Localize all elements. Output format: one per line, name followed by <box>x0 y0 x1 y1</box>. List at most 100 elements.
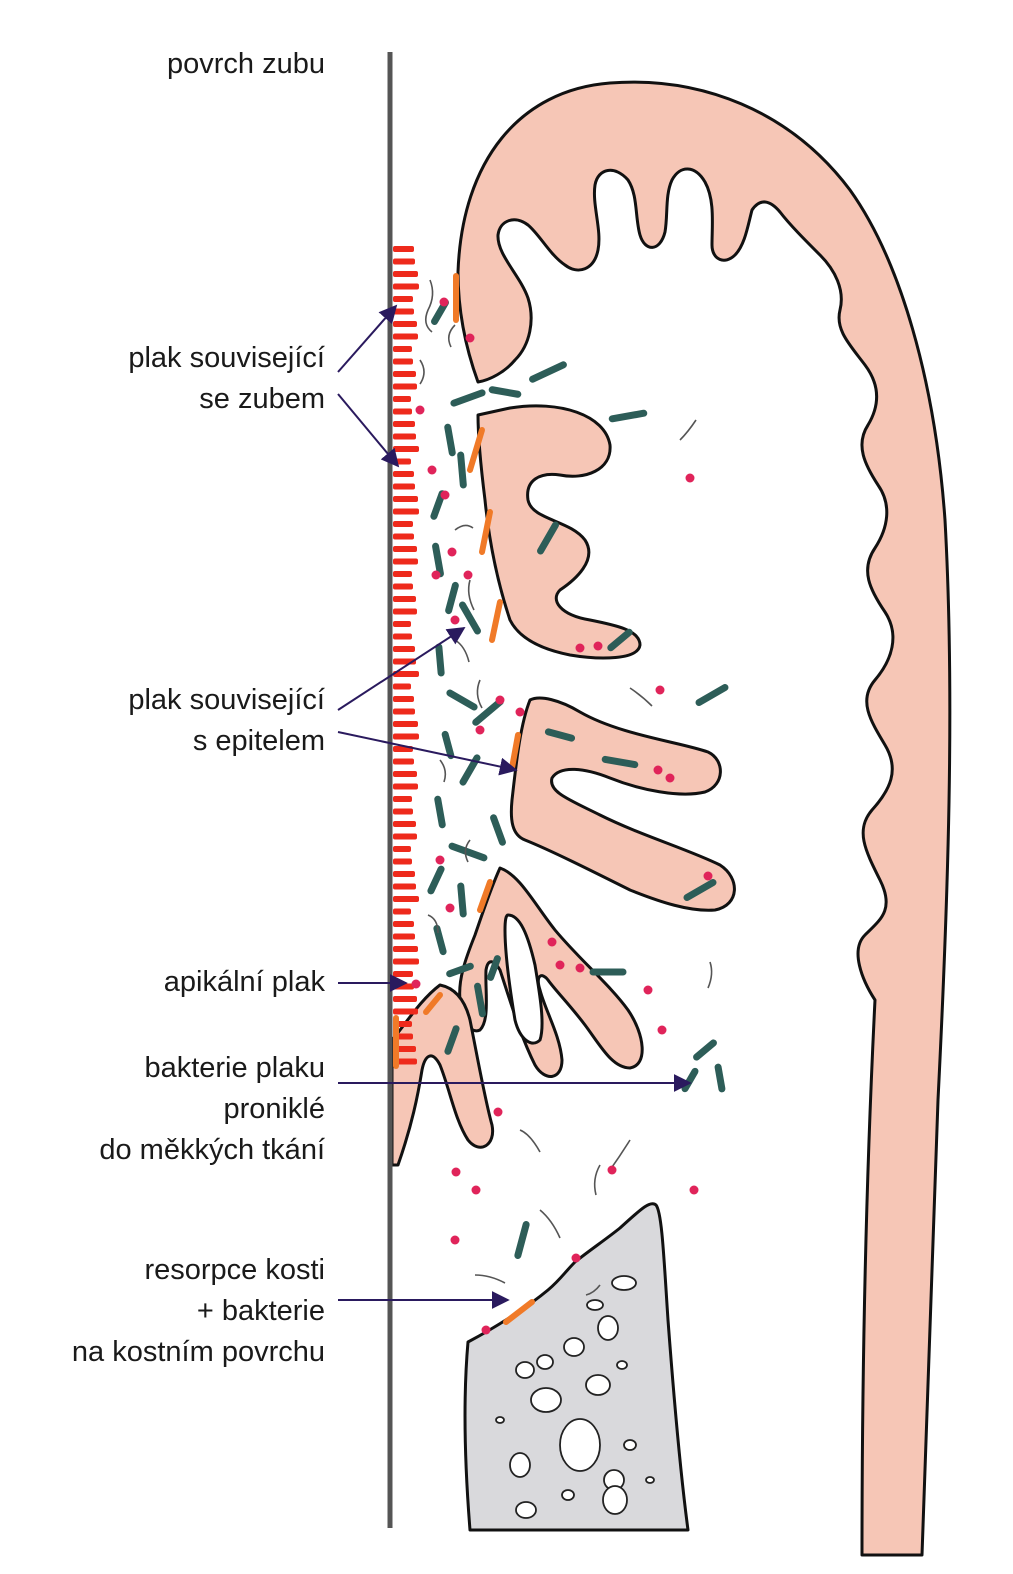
rod-bacterium <box>434 795 446 829</box>
coccus <box>447 547 457 557</box>
coccus <box>665 773 675 783</box>
coccus <box>450 615 460 625</box>
filament <box>467 579 475 611</box>
coccus <box>653 765 663 775</box>
rod-bacterium <box>488 386 522 398</box>
plaque-bar <box>393 508 419 515</box>
filament <box>629 687 653 707</box>
rod-bacterium <box>695 684 729 706</box>
epithelial-plaque-bacteria <box>427 298 729 1259</box>
filament <box>424 279 434 333</box>
plaque-bar <box>393 246 414 252</box>
cocci-bacteria <box>411 297 713 1335</box>
coccus <box>495 695 505 705</box>
arrow-tooth-plaque-top <box>337 304 398 373</box>
coccus <box>547 937 557 947</box>
plaque-bar <box>393 646 415 652</box>
bone-pore <box>586 1299 604 1311</box>
plaque-bar <box>393 296 413 302</box>
arrow-tooth-plaque-bottom <box>337 393 400 468</box>
rod-bacterium <box>444 1025 460 1055</box>
coccus <box>703 871 713 881</box>
bone-pore <box>536 1354 554 1370</box>
filament <box>454 639 470 663</box>
filamentous-bacteria <box>419 279 713 1296</box>
rod-bacterium <box>432 542 444 578</box>
plaque-bar <box>393 371 416 377</box>
rod-bacterium <box>444 423 456 457</box>
plaque-bar <box>393 721 418 727</box>
attached-bacterium <box>423 992 443 1015</box>
rod-bacterium <box>601 755 639 769</box>
rod-bacterium <box>435 643 445 677</box>
plaque-bar <box>393 846 411 852</box>
plaque-bar <box>393 308 414 315</box>
rod-bacterium <box>683 879 717 901</box>
plaque-bar <box>393 396 411 402</box>
plaque-bar <box>393 946 418 952</box>
coccus <box>475 725 485 735</box>
coccus <box>440 490 450 500</box>
rod-bacterium <box>446 962 474 978</box>
plaque-bar <box>393 408 412 415</box>
coccus <box>465 333 475 343</box>
plaque-bar <box>393 596 416 602</box>
plaque-bar <box>393 896 419 902</box>
rod-bacterium <box>714 1063 726 1093</box>
plaque-bar <box>393 608 417 615</box>
bone-pore <box>563 1337 585 1357</box>
plaque-bar <box>393 871 415 877</box>
bone-pore <box>530 1387 562 1413</box>
bone-pore <box>611 1275 637 1291</box>
coccus <box>451 1167 461 1177</box>
plaque-bar <box>393 258 415 265</box>
plaque-bar <box>393 271 418 277</box>
arrow-epithelial-plaque-top <box>337 627 466 711</box>
label-tooth-surface: povrch zubu <box>167 48 325 80</box>
attached-bacterium <box>477 879 493 913</box>
rod-bacterium <box>474 982 486 1018</box>
plaque-bar <box>393 883 416 890</box>
filament <box>439 759 447 783</box>
filament <box>707 961 713 989</box>
filament <box>476 679 483 709</box>
plaque-bar <box>393 421 415 427</box>
plaque-bar <box>393 808 413 815</box>
plaque-bar <box>393 333 418 340</box>
coccus <box>685 473 695 483</box>
plaque-bar <box>393 496 418 502</box>
coccus <box>515 707 525 717</box>
attached-bacterium <box>489 599 503 643</box>
plaque-bar <box>393 758 414 765</box>
coccus <box>481 1325 491 1335</box>
filament <box>593 1164 601 1196</box>
coccus <box>575 643 585 653</box>
bone-pore <box>509 1452 531 1478</box>
bone-pore <box>515 1361 535 1379</box>
coccus <box>493 1107 503 1117</box>
coccus <box>439 297 449 307</box>
plaque-bar <box>393 446 419 452</box>
coccus <box>445 903 455 913</box>
coccus <box>427 465 437 475</box>
rod-bacterium <box>514 1221 530 1259</box>
plaque-bar <box>393 733 419 740</box>
gingiva-tissue <box>456 80 952 1557</box>
bone-pore <box>597 1315 619 1341</box>
plaque-bar <box>393 996 417 1002</box>
bone-pore <box>495 1416 505 1424</box>
plaque-bar <box>393 358 413 365</box>
plaque-bar <box>393 958 419 965</box>
plaque-bar <box>393 583 413 590</box>
rod-bacterium <box>529 361 567 383</box>
plaque-bar <box>393 546 417 552</box>
rete-ridge-1 <box>476 404 642 660</box>
bone-pore <box>585 1374 611 1396</box>
plaque-bar <box>393 921 414 927</box>
attached-bacteria <box>393 273 535 1325</box>
plaque-bar <box>393 283 419 290</box>
coccus <box>571 1253 581 1263</box>
arrow-epithelial-plaque-bottom <box>337 731 518 776</box>
coccus <box>435 855 445 865</box>
rod-bacterium <box>430 490 446 520</box>
